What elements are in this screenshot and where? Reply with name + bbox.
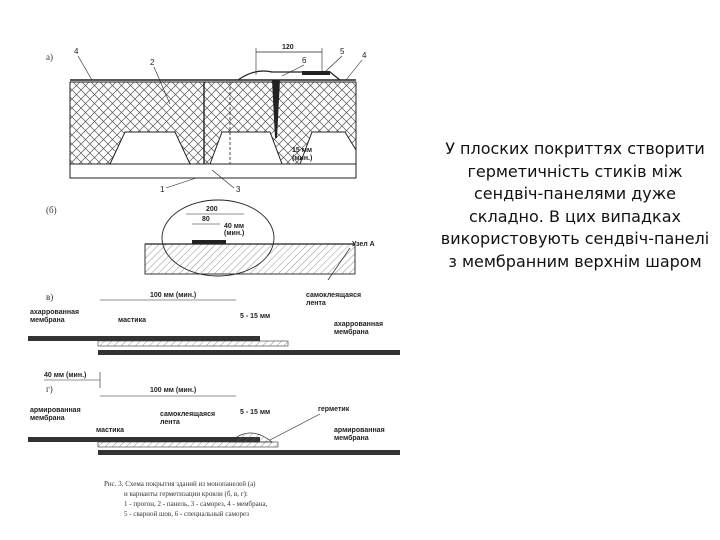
v-dim-5-15-label: 5 - 15 мм xyxy=(240,313,270,320)
v-membrane-right-label-2: мембрана xyxy=(334,328,369,336)
welded-seam xyxy=(237,70,341,81)
section-v-joint: в) 100 мм (мин.) самоклеящаяся лента аха… xyxy=(28,292,400,388)
caption-line-2: и варианты герметизации кровли (б, в, г)… xyxy=(124,490,248,498)
g-sealant-label: герметик xyxy=(318,406,350,413)
v-adhesive-tape xyxy=(97,340,289,347)
callout-4-right: 4 xyxy=(362,51,367,60)
caption-line-1: Рис. 3. Схема покрытия зданий из монопан… xyxy=(104,480,256,488)
g-membrane-left-label-2: мембрана xyxy=(30,414,65,422)
v-tape-label-2: лента xyxy=(306,300,326,307)
section-v-label: в) xyxy=(46,292,53,302)
callout-3: 3 xyxy=(236,185,241,194)
g-tape-label: самоклеящаяся xyxy=(160,411,215,418)
dim-40mm-sub: (мин.) xyxy=(224,230,244,237)
dim-40mm-label: 40 мм xyxy=(224,223,244,230)
figure-caption: Рис. 3. Схема покрытия зданий из монопан… xyxy=(104,480,268,518)
slide-body-text: У плоских покриттях створити герметичніс… xyxy=(440,139,710,271)
special-screw xyxy=(272,80,280,138)
v-dim-40-label: 40 мм (мин.) xyxy=(44,372,86,379)
section-a-panel-drawing: а) 120 4 2 6 5 4 1 3 xyxy=(46,44,367,194)
caption-line-4: 5 - сварной шов, 6 - специальный саморез xyxy=(124,510,249,518)
dim-15mm-sub: (мин.) xyxy=(292,155,312,162)
callout-5: 5 xyxy=(340,47,345,56)
g-dim-5-15-label: 5 - 15 мм xyxy=(240,409,270,416)
callout-6: 6 xyxy=(302,56,307,65)
v-membrane-right-label: ахаррованная xyxy=(334,321,383,328)
weld-strip xyxy=(302,71,330,75)
v-membrane-left-label-2: мембрана xyxy=(30,316,65,324)
node-a-label: Узел А xyxy=(352,241,375,248)
g-lower-membrane xyxy=(98,450,400,455)
v-upper-membrane xyxy=(28,336,260,341)
dim-200-label: 200 xyxy=(206,206,218,213)
b-weld-strip xyxy=(192,240,226,244)
g-membrane-right-label: армированная xyxy=(334,427,385,434)
dim-120-label: 120 xyxy=(282,44,294,51)
section-g-label: г) xyxy=(46,384,53,394)
g-sealant-bead xyxy=(229,432,273,443)
section-b-label: (б) xyxy=(46,205,57,215)
section-a-label: а) xyxy=(46,52,53,62)
detail-circle xyxy=(161,199,275,277)
g-membrane-right-label-2: мембрана xyxy=(334,434,369,442)
v-mastic-label: мастика xyxy=(118,317,146,324)
panel-rib-2 xyxy=(209,131,283,165)
g-mastic-label: мастика xyxy=(96,427,124,434)
section-g-joint: г) 100 мм (мин.) армированная мембрана с… xyxy=(28,384,400,455)
v-tape-label: самоклеящаяся xyxy=(306,292,361,299)
g-upper-membrane xyxy=(28,437,260,442)
b-panel-body xyxy=(144,243,356,275)
g-adhesive-tape xyxy=(97,441,279,448)
v-dim-100-label: 100 мм (мин.) xyxy=(150,292,196,299)
dim-80-label: 80 xyxy=(202,216,210,223)
roof-joint-diagram: а) 120 4 2 6 5 4 1 3 xyxy=(28,44,400,518)
callout-2: 2 xyxy=(150,58,155,67)
dim-15mm-label: 15 мм xyxy=(292,147,312,154)
g-tape-label-2: лента xyxy=(160,419,180,426)
callout-1: 1 xyxy=(160,185,165,194)
v-membrane-left-label: ахаррованная xyxy=(30,309,79,316)
g-membrane-left-label: армированная xyxy=(30,407,81,414)
v-lower-membrane xyxy=(98,350,400,355)
caption-line-3: 1 - прогон, 2 - панель, 3 - саморез, 4 -… xyxy=(124,500,268,508)
section-b-node-detail: (б) 200 80 40 мм (мин.) Узел А xyxy=(46,199,375,281)
g-dim-100-label: 100 мм (мин.) xyxy=(150,387,196,394)
callout-4-left: 4 xyxy=(74,47,79,56)
